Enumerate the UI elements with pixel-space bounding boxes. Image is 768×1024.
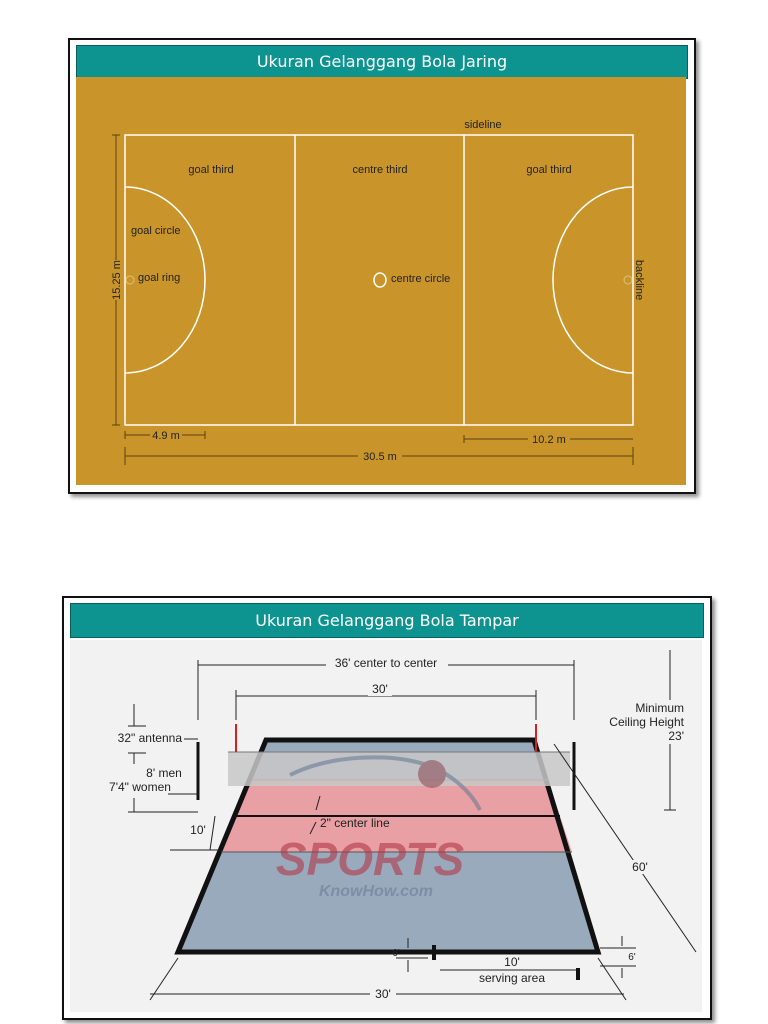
netball-court-surface <box>76 77 686 485</box>
goal-third-right-label: goal third <box>526 164 571 176</box>
volleyball-court-diagram: SPORTS KnowHow.com 36' center to center … <box>70 640 702 1012</box>
watermark-ball-icon <box>418 760 446 788</box>
volleyball-panel: Ukuran Gelanggang Bola Tampar SPORTS Kno… <box>62 596 712 1020</box>
goal-circle-label: goal circle <box>131 225 181 237</box>
net-height-men-label: 8' men <box>146 766 182 780</box>
sideline-label: sideline <box>464 119 501 131</box>
goal-third-left-label: goal third <box>188 164 233 176</box>
antenna-label: 32" antenna <box>118 731 183 745</box>
watermark-sub-text: KnowHow.com <box>319 883 433 900</box>
netball-court-diagram: sideline goal third centre third goal th… <box>76 77 686 485</box>
court-length-label: 60' <box>632 860 648 874</box>
centre-third-label: centre third <box>352 164 407 176</box>
goal-ring-right <box>623 275 633 285</box>
watermark: SPORTS KnowHow.com <box>276 755 482 900</box>
ceiling-height-label-line3: 23' <box>668 729 684 743</box>
court-width-top-label: 30' <box>372 682 388 696</box>
attack-zone-near <box>221 816 572 852</box>
length-label: 30.5 m <box>363 451 397 463</box>
circle-radius-label: 4.9 m <box>152 430 180 442</box>
backline-label: backline <box>633 260 645 300</box>
centre-circle <box>373 272 387 288</box>
net-height-women-label: 7'4" women <box>109 780 171 794</box>
serving-depth-left-label: 6' <box>392 948 400 959</box>
attack-zone-label: 10' <box>190 823 206 837</box>
width-label: 15.25 m <box>111 260 123 300</box>
watermark-main-text: SPORTS <box>276 833 465 885</box>
center-line-label: 2" center line <box>320 816 390 830</box>
goal-ring-label: goal ring <box>138 272 180 284</box>
goal-ring-left <box>125 275 135 285</box>
ceiling-height-label-line1: Minimum <box>635 701 684 715</box>
serving-depth-right-label: 6' <box>628 952 636 963</box>
ceiling-height-label-line2: Ceiling Height <box>609 715 684 729</box>
netball-title: Ukuran Gelanggang Bola Jaring <box>76 45 688 79</box>
goal-circle-right <box>552 186 634 374</box>
serving-area-label: serving area <box>479 971 545 985</box>
third-length-label: 10.2 m <box>532 434 566 446</box>
court-length-dimension-line <box>553 743 697 953</box>
volleyball-title: Ukuran Gelanggang Bola Tampar <box>70 603 704 638</box>
serving-area-width-label: 10' <box>504 955 520 969</box>
goal-circle-left <box>124 186 206 374</box>
court-width-bottom-label: 30' <box>375 987 391 1001</box>
antenna-spacing-label: 36' center to center <box>335 656 437 670</box>
netball-court-outline <box>124 134 634 426</box>
volleyball-court-outline <box>174 737 602 955</box>
netball-panel: Ukuran Gelanggang Bola Jaring sideline g… <box>68 38 696 494</box>
centre-circle-label: centre circle <box>391 273 450 285</box>
